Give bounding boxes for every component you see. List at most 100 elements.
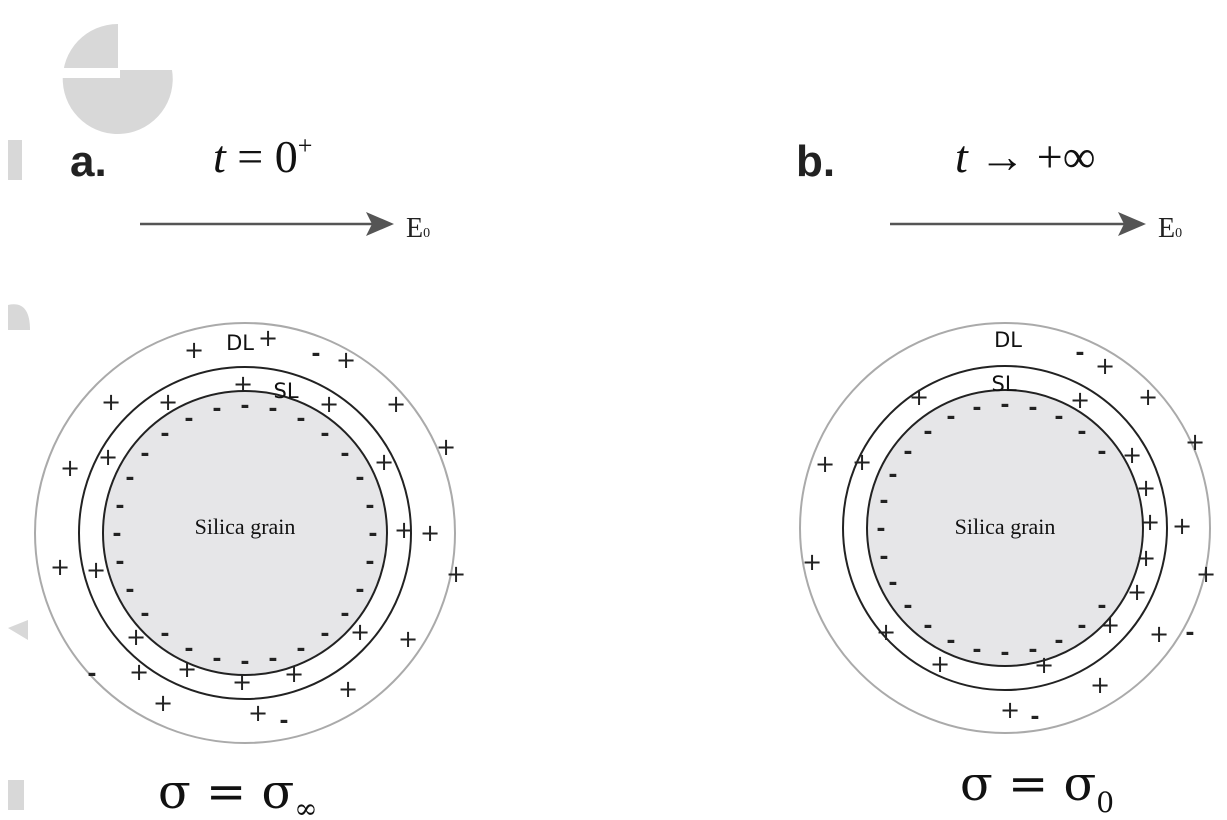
negative-charge: - [879, 545, 888, 570]
positive-charge: + [398, 625, 418, 653]
positive-charge: + [1095, 352, 1115, 380]
positive-charge: + [436, 433, 456, 461]
positive-charge: + [374, 448, 394, 476]
negative-charge: - [1030, 705, 1039, 730]
negative-charge: - [268, 647, 277, 672]
positive-charge: + [184, 336, 204, 364]
negative-charge: - [365, 494, 374, 519]
panel-a-dl-label: DL [226, 331, 254, 355]
positive-charge: + [1196, 560, 1216, 588]
positive-charge: + [129, 658, 149, 686]
negative-charge: - [1097, 440, 1106, 465]
positive-charge: + [1140, 508, 1160, 536]
positive-charge: + [1136, 544, 1156, 572]
negative-charge: - [112, 522, 121, 547]
panel-b-sl-label: SL [991, 372, 1016, 396]
negative-charge: - [972, 396, 981, 421]
panel-b-conductivity: σ = σ0 [960, 756, 1114, 819]
positive-charge: + [60, 454, 80, 482]
negative-charge: - [311, 342, 320, 367]
panel-b-stern-layer-ring [842, 365, 1168, 691]
panel-b-charges: -----------------------+++++++++++++++++… [802, 341, 1216, 730]
positive-charge: + [1127, 578, 1147, 606]
negative-charge: - [140, 442, 149, 467]
positive-charge: + [1070, 386, 1090, 414]
positive-charge: + [319, 390, 339, 418]
positive-charge: + [1172, 512, 1192, 540]
panel-a-diffuse-layer-ring [34, 322, 456, 744]
positive-charge: + [126, 623, 146, 651]
negative-charge: - [879, 489, 888, 514]
panel-a-conductivity: σ = σ∞ [158, 764, 318, 820]
positive-charge: + [177, 655, 197, 683]
negative-charge: - [946, 405, 955, 430]
negative-charge: - [212, 647, 221, 672]
negative-charge: - [320, 422, 329, 447]
negative-charge: - [268, 397, 277, 422]
negative-charge: - [340, 442, 349, 467]
negative-charge: - [368, 522, 377, 547]
positive-charge: + [86, 556, 106, 584]
negative-charge: - [87, 662, 96, 687]
panel-b-time-label: t → +∞ [955, 131, 1096, 182]
positive-charge: + [158, 388, 178, 416]
panel-a-silica-grain [102, 390, 388, 676]
positive-charge: + [909, 383, 929, 411]
positive-charge: + [1000, 696, 1020, 724]
negative-charge: - [160, 622, 169, 647]
negative-charge: - [212, 397, 221, 422]
negative-charge: - [1054, 629, 1063, 654]
negative-charge: - [903, 594, 912, 619]
positive-charge: + [153, 689, 173, 717]
negative-charge: - [365, 550, 374, 575]
positive-charge: + [1034, 651, 1054, 679]
positive-charge: + [876, 618, 896, 646]
positive-charge: + [815, 450, 835, 478]
negative-charge: - [1077, 614, 1086, 639]
panel-a-field-arrow [140, 212, 394, 236]
negative-charge: - [296, 407, 305, 432]
panel-a-grain-label: Silica grain [195, 514, 296, 539]
positive-charge: + [1122, 441, 1142, 469]
positive-charge: + [233, 370, 253, 398]
negative-charge: - [946, 629, 955, 654]
panel-a-time-label: t = 0+ [213, 131, 312, 182]
positive-charge: + [258, 324, 278, 352]
negative-charge: - [972, 638, 981, 663]
positive-charge: + [802, 548, 822, 576]
negative-charge: - [903, 440, 912, 465]
positive-charge: + [930, 650, 950, 678]
negative-charge: - [184, 407, 193, 432]
positive-charge: + [1185, 428, 1205, 456]
panel-b-grain-label: Silica grain [955, 514, 1056, 539]
positive-charge: + [350, 618, 370, 646]
negative-charge: - [1000, 393, 1009, 418]
panel-a-field-label: E0 [406, 213, 430, 244]
positive-charge: + [232, 668, 252, 696]
negative-charge: - [355, 578, 364, 603]
negative-charge: - [1077, 420, 1086, 445]
negative-charge: - [1075, 341, 1084, 366]
panel-a-stern-layer-ring [78, 366, 412, 700]
negative-charge: - [160, 422, 169, 447]
positive-charge: + [248, 699, 268, 727]
negative-charge: - [340, 602, 349, 627]
negative-charge: - [320, 622, 329, 647]
positive-charge: + [336, 346, 356, 374]
positive-charge: + [98, 443, 118, 471]
negative-charge: - [355, 466, 364, 491]
negative-charge: - [125, 578, 134, 603]
positive-charge: + [394, 516, 414, 544]
negative-charge: - [240, 650, 249, 675]
negative-charge: - [1185, 621, 1194, 646]
negative-charge: - [140, 602, 149, 627]
positive-charge: + [386, 390, 406, 418]
positive-charge: + [446, 560, 466, 588]
negative-charge: - [1000, 641, 1009, 666]
positive-charge: + [50, 553, 70, 581]
negative-charge: - [923, 420, 932, 445]
negative-charge: - [125, 466, 134, 491]
positive-charge: + [1090, 671, 1110, 699]
positive-charge: + [284, 660, 304, 688]
negative-charge: - [279, 709, 288, 734]
